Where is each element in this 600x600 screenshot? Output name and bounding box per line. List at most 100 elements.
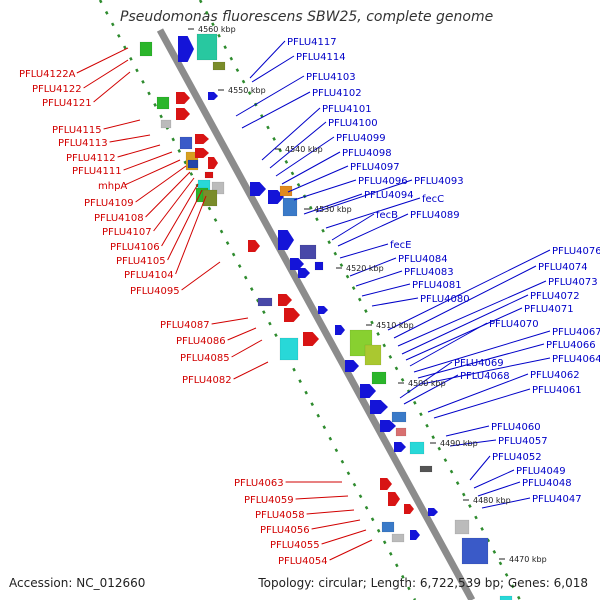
right-label-connector [241,91,311,129]
genome-backbone [156,28,476,600]
gene-arrow [404,504,414,514]
left-label-connector [167,189,203,261]
left-gene-label: mhpA [98,181,127,192]
gene-block [202,189,218,207]
accession-text: Accession: NC_012660 [9,576,146,590]
right-label-connector [275,136,335,177]
gene-block [314,261,324,271]
right-label-connector [235,75,305,117]
map-title: Pseudomonas fluorescens SBW25, complete … [120,9,494,25]
left-gene-label: PFLU4107 [102,227,152,238]
right-label-connector [339,243,389,259]
right-label-connector [249,40,286,79]
left-gene-label: PFLU4086 [176,336,226,347]
right-label-connector [477,481,521,497]
left-label-connector [233,361,269,380]
gene-block [279,337,299,361]
left-label-connector [161,183,199,247]
right-label-connector [261,107,321,161]
gene-block [204,171,214,179]
right-label-connector [337,213,409,247]
right-label-connector [421,357,551,385]
left-label-connector [103,119,141,130]
left-label-connector [306,509,355,515]
right-gene-label: fecE [390,240,412,251]
right-gene-label: PFLU4047 [532,494,582,505]
left-label-connector [135,165,187,203]
right-label-connector [315,179,413,213]
right-label-connector [393,265,537,339]
right-label-connector [405,307,523,361]
right-gene-label: PFLU4097 [350,162,400,173]
gene-arrow [195,148,209,158]
tick-label: 4560 kbp [198,25,236,34]
left-label-connector [181,261,221,291]
left-gene-label: PFLU4105 [116,256,166,267]
right-gene-label: PFLU4049 [516,466,566,477]
left-gene-label: PFLU4115 [52,125,102,136]
right-label-connector [355,270,403,287]
right-gene-label: PFLU4074 [538,262,588,273]
right-gene-label: PFLU4064 [552,354,600,365]
right-gene-label: PFLU4103 [306,72,356,83]
gene-arrow [290,258,304,270]
left-label-connector [211,317,249,325]
dotted-track-lines [98,0,522,600]
right-gene-label: PFLU4052 [492,452,542,463]
tick-label: 4470 kbp [509,555,547,564]
gene-arrow [278,294,292,306]
right-label-connector [371,297,419,307]
gene-block [257,297,273,307]
right-gene-label: PFLU4101 [322,104,372,115]
gene-arrow [380,478,392,490]
gene-arrow [388,492,400,506]
gene-arrow [208,157,218,169]
right-gene-label: PFLU4102 [312,88,362,99]
right-gene-label: fecB [376,210,398,221]
right-label-connector [409,322,488,367]
left-gene-label: PFLU4109 [84,198,134,209]
tick-label: 4540 kbp [285,145,323,154]
gene-block [212,61,226,71]
gene-block [381,521,395,533]
gene-features [139,33,513,600]
left-gene-label: PFLU4111 [72,166,122,177]
left-dotted-track [98,0,417,600]
right-label-connector [417,343,545,379]
right-gene-label: PFLU4062 [530,370,580,381]
gene-block [279,185,293,197]
right-label-connector [269,121,327,169]
right-gene-label: PFLU4071 [524,304,574,315]
left-label-connector [117,144,161,158]
left-label-connector [124,159,181,186]
genome-summary: Topology: circular; Length: 6,722,539 bp… [258,576,588,590]
left-gene-label: PFLU4121 [42,98,92,109]
right-gene-label: PFLU4067 [552,327,600,338]
gene-arrow [410,530,420,540]
left-label-connector [321,529,367,545]
right-label-connector [449,439,497,447]
right-gene-label: PFLU4093 [414,176,464,187]
gene-block [395,427,407,437]
left-gene-label: PFLU4104 [124,270,174,281]
right-gene-label: PFLU4068 [460,371,510,382]
left-label-connector [311,519,361,530]
right-gene-label: PFLU4083 [404,267,454,278]
left-gene-label: PFLU4122 [32,84,82,95]
gene-block [499,595,513,600]
tick-label: 4500 kbp [408,379,446,388]
gene-block [461,537,489,565]
left-gene-label: PFLU4058 [255,510,305,521]
right-label-connector [403,374,459,405]
right-label-connector [293,179,357,201]
gene-arrow [195,134,209,144]
right-gene-label: PFLU4060 [491,422,541,433]
left-label-connector [93,71,131,103]
gene-arrow [335,325,345,335]
left-gene-label: PFLU4122A [19,69,76,80]
left-gene-label: PFLU4085 [180,353,230,364]
left-label-connector [76,47,129,74]
gene-arrow [318,306,328,314]
tick-label: 4550 kbp [228,86,266,95]
